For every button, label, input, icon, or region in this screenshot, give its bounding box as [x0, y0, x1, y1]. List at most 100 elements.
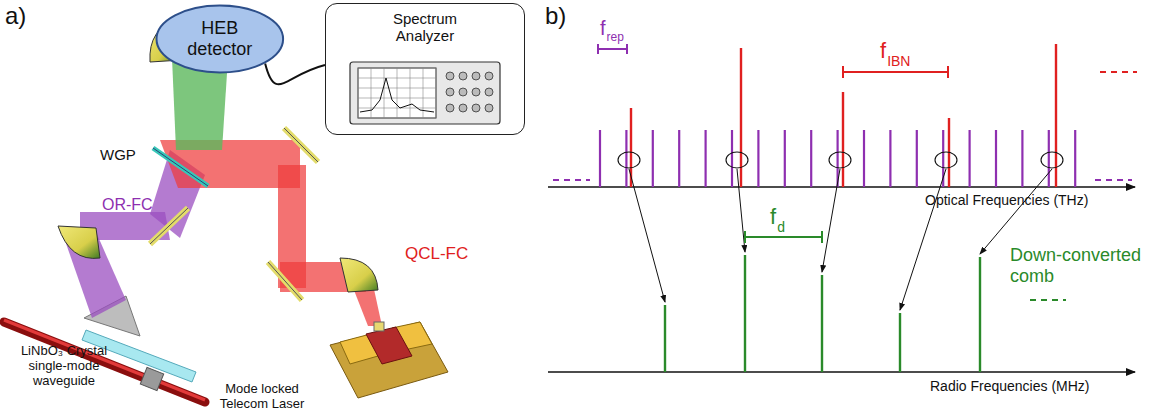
comb-continuation	[1095, 179, 1132, 181]
grid-line	[358, 78, 436, 79]
subscript: rep	[607, 31, 624, 45]
comb-line	[1074, 130, 1076, 187]
comb-line	[889, 130, 891, 187]
comb-label: Down-converted comb	[1010, 245, 1145, 286]
arrow	[629, 169, 665, 302]
beat-ovals	[618, 152, 1063, 168]
qcl-ridge	[366, 327, 412, 364]
comb-line	[744, 255, 746, 372]
comb-line	[664, 305, 666, 372]
grid-line	[358, 68, 359, 118]
comb-line	[599, 130, 601, 187]
parabolic-mirror	[58, 226, 100, 258]
down-converted-comb	[665, 255, 980, 372]
comb-continuation	[553, 179, 590, 181]
arrow	[737, 169, 745, 252]
qcl-mount	[330, 322, 448, 398]
part-label: WGP	[100, 146, 136, 163]
comb-line	[968, 130, 970, 187]
analyzer-screen	[358, 68, 436, 118]
knob	[472, 104, 480, 112]
fiber-connector	[140, 367, 163, 390]
comb-line	[757, 130, 759, 187]
analyzer-box: Spectrum Analyzer	[325, 3, 525, 135]
comb-line	[1021, 130, 1023, 187]
knob	[485, 104, 493, 112]
detector-ellipse: HEB detector	[155, 4, 285, 74]
comb-continuation	[1100, 71, 1137, 73]
comb-line	[899, 313, 901, 372]
comb-line	[678, 130, 680, 187]
optical-comb	[600, 130, 1075, 187]
qcl-facet	[374, 322, 384, 331]
grid-line	[358, 68, 436, 69]
node-label: HEB detector	[174, 18, 266, 59]
comb-line	[784, 130, 786, 187]
analyzer-body	[350, 62, 500, 124]
grid-line	[358, 98, 436, 99]
beat-oval	[618, 152, 640, 168]
beat-oval	[726, 152, 748, 168]
beat-oval	[829, 152, 851, 168]
comb-line	[731, 130, 733, 187]
knob	[472, 88, 480, 96]
knob	[459, 72, 467, 80]
symbol: f	[600, 17, 606, 40]
part-label: QCL-FC	[405, 244, 468, 264]
arrow	[980, 169, 1052, 254]
grid-line	[397, 68, 398, 118]
comb-line	[1048, 130, 1050, 187]
comb-line	[979, 257, 981, 372]
qcl-comb	[631, 44, 1056, 187]
knob	[446, 104, 454, 112]
grid-line	[384, 68, 385, 118]
flat-mirror-edge	[150, 208, 188, 244]
comb-line	[995, 130, 997, 187]
grid-line	[358, 88, 436, 89]
node-label: Spectrum Analyzer	[370, 10, 480, 45]
knob	[459, 104, 467, 112]
subscript: d	[777, 219, 785, 235]
beat-oval	[1041, 152, 1063, 168]
comb-line	[625, 130, 627, 187]
comb-line	[863, 130, 865, 187]
arrow	[900, 169, 946, 310]
subscript: IBN	[887, 53, 910, 69]
parabolic-mirror	[340, 258, 378, 292]
axis-label: Radio Frequencies (MHz)	[930, 378, 1090, 394]
knob	[459, 88, 467, 96]
axis-label: Optical Frequencies (THz)	[925, 192, 1088, 208]
part-label: LiNbO₃ Crystal single-mode waveguide	[2, 344, 126, 389]
panel-label: a)	[5, 2, 26, 30]
beat-oval	[935, 152, 957, 168]
comb-line	[740, 48, 742, 187]
grid-line	[410, 68, 411, 118]
comb-line	[704, 130, 706, 187]
flat-mirror	[284, 128, 318, 162]
down-conversion-arrows	[629, 169, 1052, 310]
wire-grid-polarizer-edge	[153, 148, 208, 186]
comb-line	[652, 130, 654, 187]
knob	[446, 72, 454, 80]
knob	[485, 72, 493, 80]
flat-mirror-edge	[284, 128, 318, 162]
flat-mirror-edge	[268, 262, 302, 300]
knob	[485, 88, 493, 96]
comb-line	[1055, 44, 1057, 187]
radio-axis	[548, 371, 1135, 373]
arrow	[822, 169, 840, 272]
symbol: f	[880, 38, 886, 63]
comb-line	[821, 275, 823, 372]
flat-mirror	[150, 208, 188, 244]
symbol: f	[770, 204, 776, 229]
part-label: Mode locked Telecom Laser	[203, 382, 321, 412]
optical-axis	[548, 186, 1135, 188]
analyzer-knobs	[446, 72, 493, 112]
grid-line	[358, 108, 436, 109]
part-label: OR-FC	[102, 196, 153, 214]
flat-mirror	[268, 262, 302, 300]
panel-label: b)	[545, 2, 566, 30]
frep-bracket	[598, 44, 627, 54]
